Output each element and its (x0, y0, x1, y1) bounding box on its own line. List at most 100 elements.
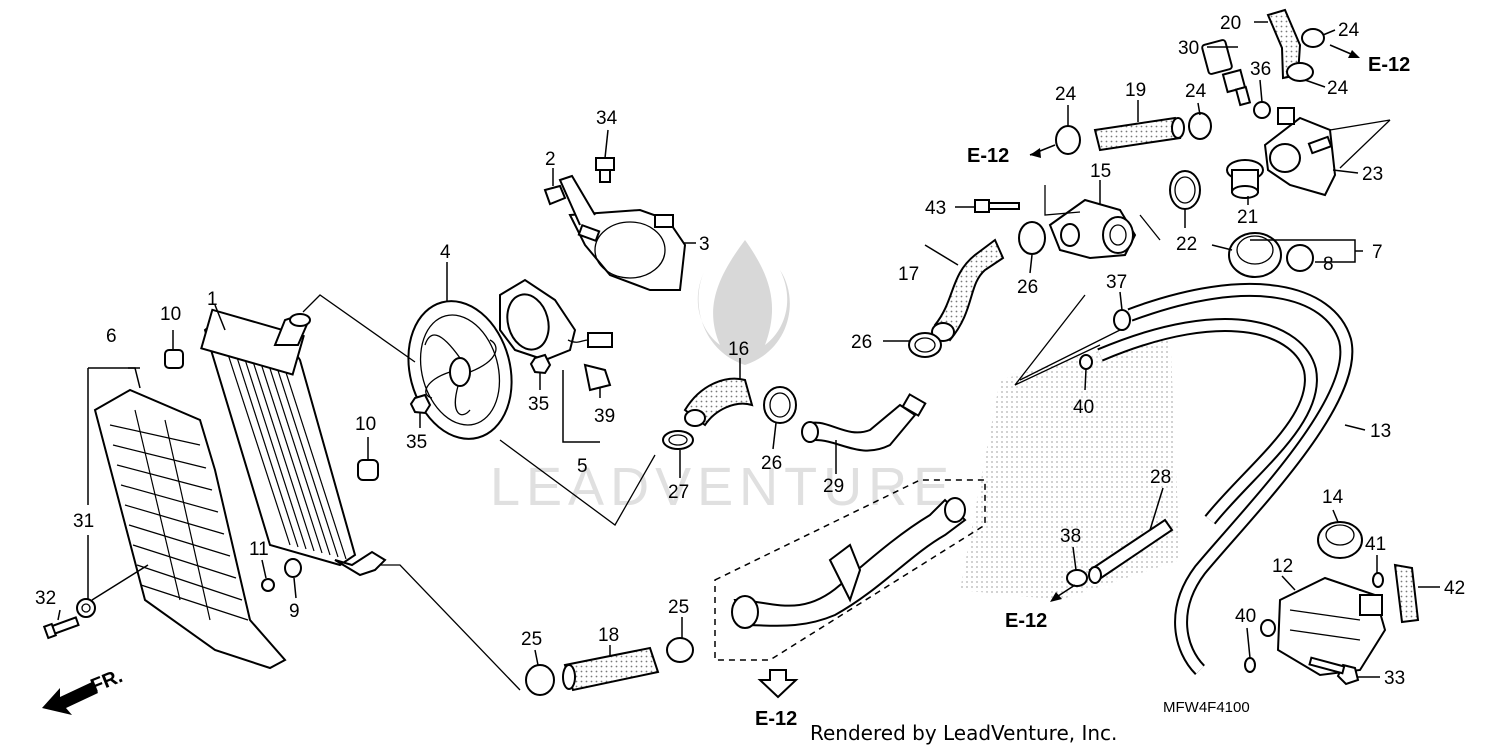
watermark: LEADVENTURE (490, 240, 1180, 600)
thermostat-cover (1263, 107, 1337, 197)
callout-5: 5 (577, 456, 588, 477)
clamp-38 (1066, 569, 1088, 587)
clip-39 (583, 363, 612, 392)
callout-29: 29 (823, 476, 844, 497)
callout-6: 6 (106, 326, 117, 347)
water-pipe-29 (801, 393, 927, 452)
seal-22 (1169, 170, 1201, 210)
callout-40-upper: 40 (1073, 397, 1094, 418)
callout-3: 3 (699, 234, 710, 255)
clamp-24-right (1286, 62, 1314, 82)
front-label: FR. (88, 665, 126, 697)
callout-24-left: 24 (1055, 84, 1077, 105)
washer-11 (261, 578, 275, 592)
temp-sensor (1201, 39, 1252, 107)
callout-18: 18 (598, 625, 619, 646)
callout-38: 38 (1060, 526, 1081, 547)
grommet-10-upper (164, 349, 184, 369)
callout-36: 36 (1250, 59, 1271, 80)
callout-39: 39 (594, 406, 615, 427)
callout-26-upper: 26 (1017, 277, 1038, 298)
bolt-32 (42, 616, 80, 640)
callout-22: 22 (1176, 234, 1197, 255)
hose-28 (1088, 518, 1174, 584)
ref-e12-left: E-12 (967, 145, 1009, 167)
front-direction-arrow: FR. (42, 665, 126, 715)
callout-9: 9 (289, 601, 300, 622)
callout-26-mid: 26 (851, 332, 872, 353)
callout-25-left: 25 (521, 629, 542, 650)
callout-33: 33 (1384, 668, 1405, 689)
callout-4: 4 (440, 242, 451, 263)
callout-7: 7 (1372, 242, 1383, 263)
callout-15: 15 (1090, 161, 1111, 182)
clamp-25-right (666, 637, 694, 663)
clamp-37 (1113, 309, 1131, 331)
reference-arrows (757, 44, 1360, 699)
callout-24-mid: 24 (1185, 81, 1207, 102)
callout-11: 11 (249, 539, 269, 560)
fan-motor (499, 278, 613, 362)
nut-35-left (409, 393, 432, 415)
hose-42 (1393, 563, 1420, 624)
callout-17: 17 (898, 264, 919, 285)
callout-40-lower: 40 (1235, 606, 1256, 627)
callout-14: 14 (1322, 487, 1344, 508)
ref-e12-top: E-12 (1368, 54, 1410, 76)
assembly-lines (302, 119, 1391, 691)
clamp-24-mid (1188, 112, 1212, 140)
hose-18 (562, 646, 660, 692)
callout-1: 1 (207, 289, 218, 310)
callout-31: 31 (73, 511, 94, 532)
ref-e12-bottom: E-12 (755, 708, 797, 730)
overflow-hoses (1097, 283, 1354, 675)
clamp-25-left (525, 664, 555, 696)
callout-13: 13 (1370, 421, 1391, 442)
callout-41: 41 (1365, 534, 1386, 555)
cooling-fan (407, 300, 513, 440)
callout-16: 16 (728, 339, 749, 360)
clamp-26-mid (908, 332, 942, 358)
callout-27: 27 (668, 482, 689, 503)
callout-20: 20 (1220, 13, 1241, 34)
clamp-26-lower (763, 386, 797, 424)
callout-2: 2 (545, 149, 556, 170)
callout-10-lower: 10 (355, 414, 376, 435)
collar-9 (284, 558, 302, 578)
clip-40-lower (1244, 657, 1256, 673)
callout-32: 32 (35, 588, 56, 609)
washer-36 (1253, 101, 1271, 119)
callout-26-lower: 26 (761, 453, 782, 474)
hose-16 (683, 377, 754, 427)
hose-19 (1093, 116, 1185, 152)
watermark-text: LEADVENTURE (490, 457, 955, 517)
clip-2 (543, 184, 567, 206)
callout-19: 19 (1125, 80, 1146, 101)
fan-shroud (558, 174, 687, 291)
bolt-34 (595, 157, 615, 183)
washer-31 (76, 598, 96, 618)
callout-35-left: 35 (406, 432, 427, 453)
clip-41 (1372, 572, 1384, 588)
nut-35-right (529, 353, 552, 375)
callout-21: 21 (1237, 207, 1258, 228)
clamp-26-upper (1018, 221, 1046, 255)
callout-28: 28 (1150, 467, 1171, 488)
grommet-10-lower (357, 459, 379, 481)
footer-credit: Rendered by LeadVenture, Inc. (810, 721, 1117, 745)
callout-42: 42 (1444, 578, 1465, 599)
callout-34: 34 (596, 108, 618, 129)
bolt-43 (974, 199, 1020, 213)
callout-12: 12 (1272, 556, 1293, 577)
leader-lines (57, 21, 1440, 678)
callout-8: 8 (1323, 254, 1334, 275)
clamp-27 (662, 430, 694, 450)
bolt-33 (1308, 656, 1360, 686)
thermostat-housing (1048, 198, 1137, 260)
thermostat (1226, 159, 1264, 199)
diagram-code: MFW4F4100 (1163, 699, 1250, 716)
reserve-tank (1260, 576, 1387, 677)
callout-43: 43 (925, 198, 946, 219)
